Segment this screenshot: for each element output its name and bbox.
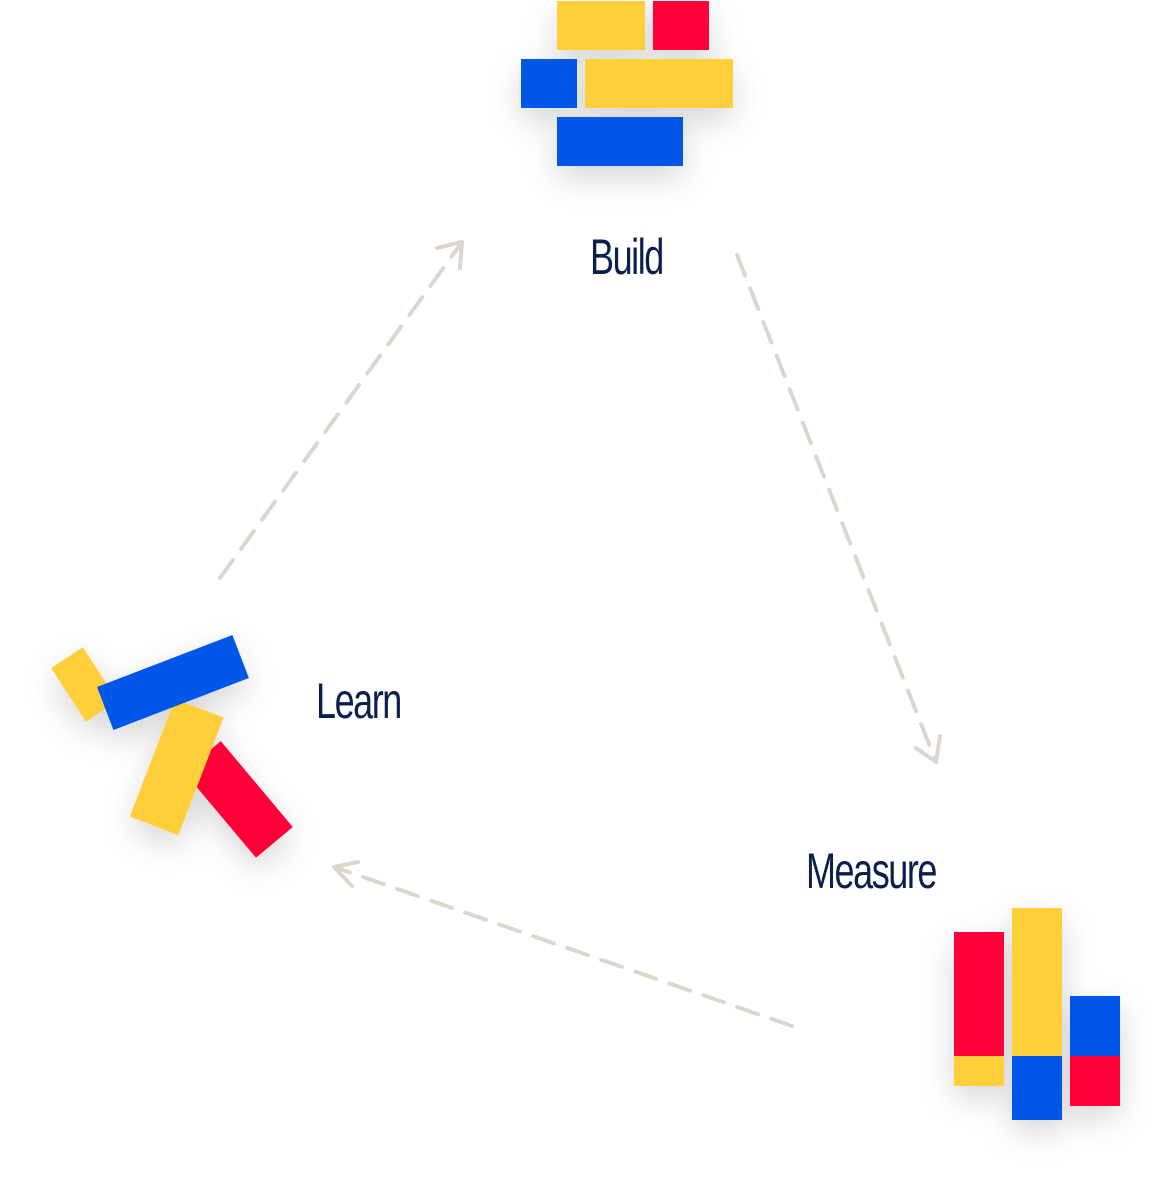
measure-label: Measure: [806, 843, 937, 899]
arrow-learn-to-build: [218, 240, 464, 580]
learn-brick-blue: [96, 635, 249, 730]
build-brick-blue-middle: [521, 59, 577, 108]
build-label: Build: [590, 229, 664, 285]
arrow-build-to-measure: [735, 253, 942, 764]
measure-brick-blue-top: [1070, 996, 1120, 1056]
measure-brick-yellow-small: [954, 1056, 1004, 1086]
measure-brick-blue-bottom: [1012, 1056, 1062, 1120]
build-bricks-icon: [521, 1, 733, 166]
measure-brick-red-tall: [954, 932, 1004, 1056]
build-brick-yellow-middle: [585, 59, 733, 108]
build-brick-red-top: [653, 1, 709, 50]
measure-bar-bricks-icon: [954, 908, 1120, 1120]
build-brick-yellow-top: [557, 1, 645, 50]
learn-label: Learn: [316, 673, 402, 729]
build-brick-blue-bottom: [557, 117, 683, 166]
measure-brick-yellow-tall: [1012, 908, 1062, 1056]
learn-scattered-bricks-icon: [51, 635, 293, 858]
learn-brick-red: [184, 741, 293, 858]
learn-brick-yellow-long: [129, 699, 224, 836]
arrow-measure-to-learn: [332, 860, 794, 1028]
measure-brick-red-bottom: [1070, 1056, 1120, 1106]
learn-brick-yellow-short: [51, 647, 118, 722]
